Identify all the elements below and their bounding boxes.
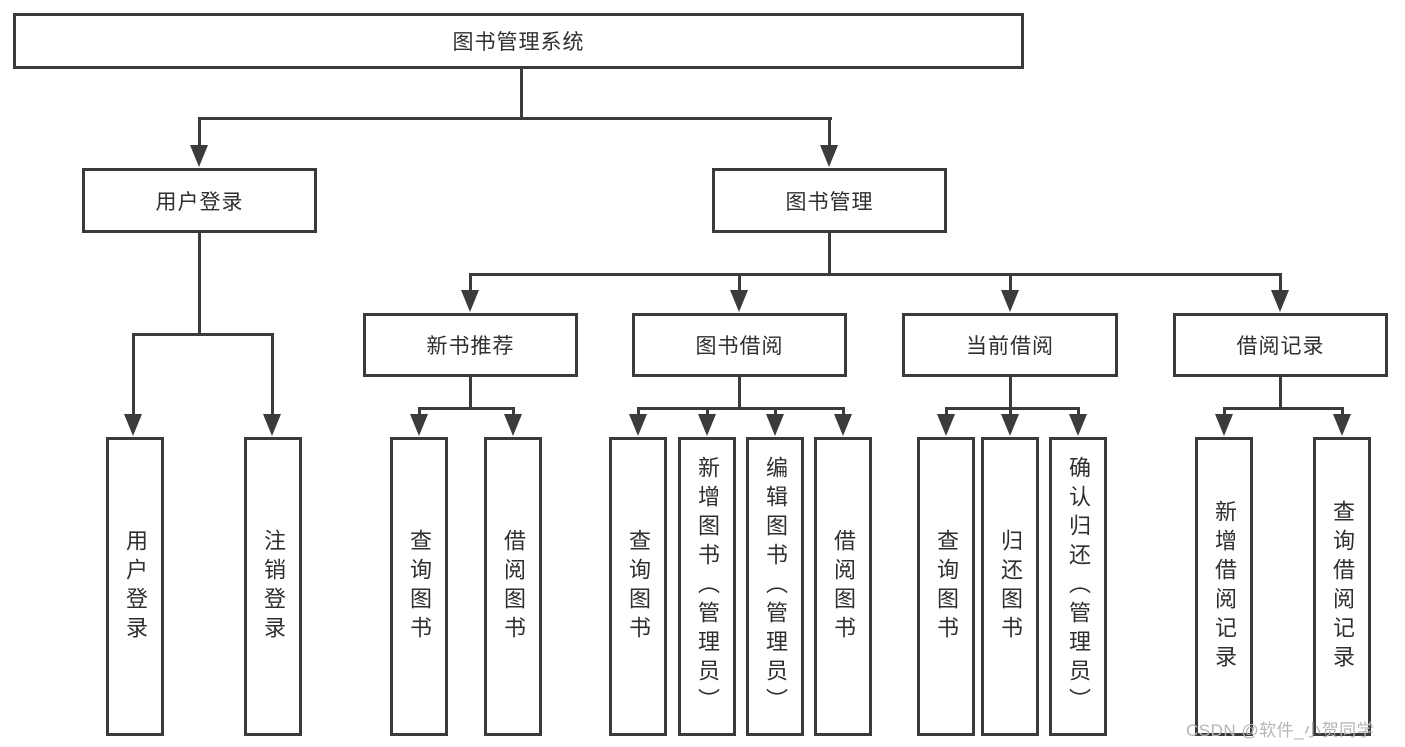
connector-root-stem	[520, 68, 523, 120]
connector-current-stem	[1009, 377, 1012, 410]
connector-arrow-recommend	[469, 273, 472, 293]
arrowhead-book-management	[820, 145, 838, 167]
arrowhead-return-books	[1001, 414, 1019, 436]
connector-recommend-stem	[469, 377, 472, 410]
arrowhead-borrow-records	[1271, 290, 1289, 312]
connector-arrow-leaf-user-login	[132, 333, 135, 417]
connector-arrow-borrow-books	[842, 407, 845, 417]
connector-records-branch	[1223, 407, 1344, 410]
connector-recommend-branch	[418, 407, 515, 410]
arrowhead-query-borrow	[629, 414, 647, 436]
connector-management-stem	[828, 233, 831, 276]
leaf-borrow-books-borrow: 借阅图书	[814, 437, 872, 736]
arrowhead-recommend	[461, 290, 479, 312]
leaf-query-books-recommend: 查询图书	[390, 437, 448, 736]
connector-arrow-query-recommend	[418, 407, 421, 417]
connector-arrow-book-borrow	[738, 273, 741, 293]
arrowhead-add-record	[1215, 414, 1233, 436]
node-new-book-recommend: 新书推荐	[363, 313, 578, 377]
connector-arrow-user-login	[198, 117, 201, 147]
node-book-borrow: 图书借阅	[632, 313, 847, 377]
leaf-user-login: 用户登录	[106, 437, 164, 736]
arrowhead-borrow-recommend	[504, 414, 522, 436]
connector-arrow-return-books	[1009, 407, 1012, 417]
connector-current-branch	[945, 407, 1080, 410]
connector-arrow-borrow-records	[1279, 273, 1282, 293]
leaf-borrow-books-recommend: 借阅图书	[484, 437, 542, 736]
node-borrow-records: 借阅记录	[1173, 313, 1388, 377]
arrowhead-leaf-user-login	[124, 414, 142, 436]
leaf-add-books-admin: 新增图书（管理员）	[678, 437, 736, 736]
arrowhead-query-record	[1333, 414, 1351, 436]
leaf-query-books-current: 查询图书	[917, 437, 975, 736]
node-book-management: 图书管理	[712, 168, 947, 233]
connector-arrow-query-current	[945, 407, 948, 417]
connector-arrow-edit-books	[774, 407, 777, 417]
arrowhead-query-recommend	[410, 414, 428, 436]
leaf-logout: 注销登录	[244, 437, 302, 736]
arrowhead-current-borrow	[1001, 290, 1019, 312]
watermark: CSDN @软件_小贺同学	[1186, 721, 1375, 740]
connector-arrow-add-record	[1223, 407, 1226, 417]
connector-level3-branch	[469, 273, 1282, 276]
leaf-query-books-borrow: 查询图书	[609, 437, 667, 736]
connector-book-borrow-branch	[637, 407, 845, 410]
connector-records-stem	[1279, 377, 1282, 410]
connector-arrow-book-management	[828, 117, 831, 147]
connector-arrow-borrow-recommend	[512, 407, 515, 417]
arrowhead-book-borrow	[730, 290, 748, 312]
leaf-add-borrow-record: 新增借阅记录	[1195, 437, 1253, 736]
arrowhead-edit-books	[766, 414, 784, 436]
connector-arrow-add-books	[706, 407, 709, 417]
arrowhead-query-current	[937, 414, 955, 436]
connector-level2-branch	[198, 117, 832, 120]
connector-login-branch	[132, 333, 274, 336]
leaf-edit-books-admin: 编辑图书（管理员）	[746, 437, 804, 736]
connector-arrow-query-record	[1341, 407, 1344, 417]
connector-arrow-confirm-return	[1077, 407, 1080, 417]
leaf-return-books: 归还图书	[981, 437, 1039, 736]
connector-book-borrow-stem	[738, 377, 741, 410]
connector-login-stem	[198, 233, 201, 336]
leaf-query-borrow-record: 查询借阅记录	[1313, 437, 1371, 736]
connector-arrow-current-borrow	[1009, 273, 1012, 293]
arrowhead-confirm-return	[1069, 414, 1087, 436]
node-user-login: 用户登录	[82, 168, 317, 233]
leaf-confirm-return-admin: 确认归还（管理员）	[1049, 437, 1107, 736]
arrowhead-leaf-logout	[263, 414, 281, 436]
arrowhead-add-books	[698, 414, 716, 436]
node-root: 图书管理系统	[13, 13, 1024, 69]
connector-arrow-query-borrow	[637, 407, 640, 417]
connector-arrow-leaf-logout	[271, 333, 274, 417]
arrowhead-user-login	[190, 145, 208, 167]
node-current-borrow: 当前借阅	[902, 313, 1118, 377]
arrowhead-borrow-books	[834, 414, 852, 436]
